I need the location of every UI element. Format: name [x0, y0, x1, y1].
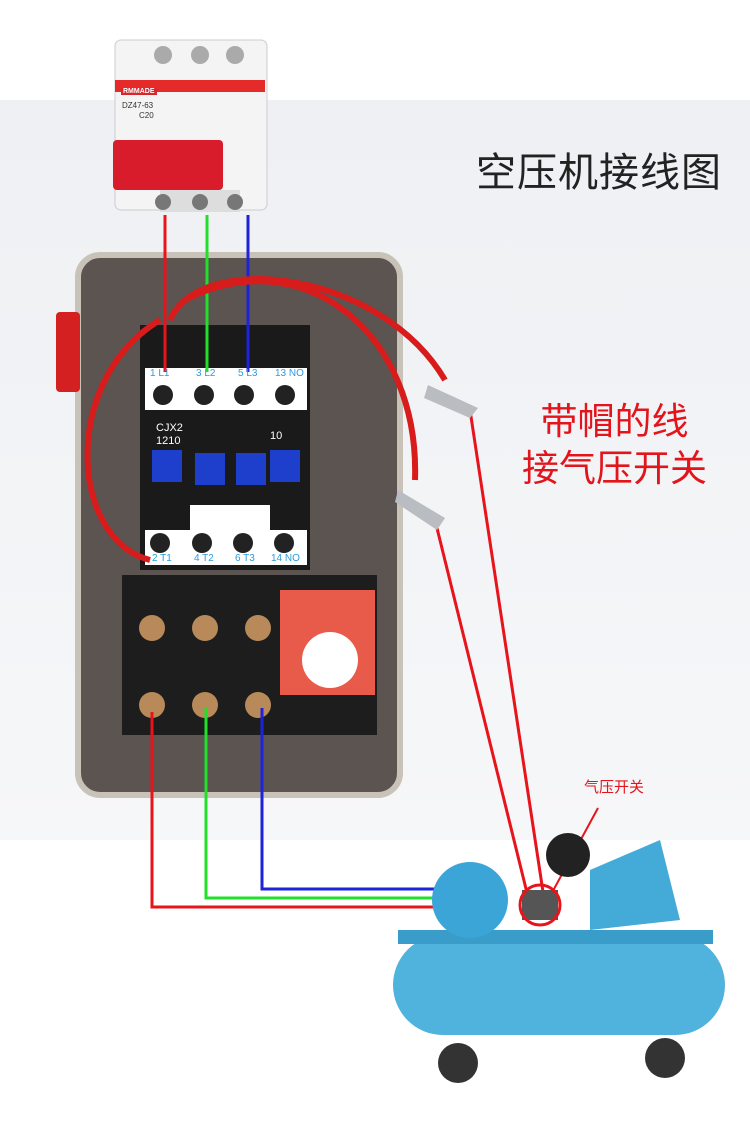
pressure-switch-highlight: [518, 883, 562, 927]
wire-cap-2: [395, 490, 445, 530]
note-line-2: 接气压开关: [522, 447, 707, 490]
breaker-rating: C20: [139, 111, 154, 120]
wire-l2-motor: [204, 708, 436, 900]
contactor-model-line2: 1210: [156, 435, 181, 447]
circuit-breaker: [113, 39, 268, 212]
breaker-brand: RMMADE: [121, 88, 157, 95]
contactor: [140, 325, 310, 570]
thermal-overload-relay: [122, 575, 377, 735]
breaker-model: DZ47-63: [122, 101, 154, 110]
capped-wire-note: 带帽的线 接气压开关: [512, 398, 717, 492]
note-line-1: 带帽的线: [540, 400, 689, 443]
terminal-bottom-2: 4 T2: [194, 553, 214, 564]
contactor-model-line1: CJX2: [156, 422, 183, 434]
capped-wire-2: [433, 519, 532, 906]
air-compressor: [393, 833, 725, 1083]
box-switch: [56, 312, 80, 392]
terminal-top-1: 1 L1: [150, 368, 170, 379]
terminal-bottom-3: 6 T3: [235, 553, 255, 564]
terminal-top-4: 13 NO: [275, 368, 304, 379]
wire-cap-1: [424, 385, 478, 418]
terminal-bottom-4: 14 NO: [271, 553, 300, 564]
terminal-top-3: 5 L3: [238, 368, 258, 379]
contactor-aux: 10: [270, 430, 283, 442]
wire-l1-motor: [150, 712, 436, 909]
terminal-top-2: 3 L2: [196, 368, 216, 379]
diagram-title: 空压机接线图: [476, 150, 722, 196]
terminal-bottom-1: 2 T1: [152, 553, 172, 564]
wire-l3-motor: [260, 708, 436, 891]
capped-wire-1: [468, 409, 547, 906]
pressure-switch-label: 气压开关: [584, 778, 645, 796]
